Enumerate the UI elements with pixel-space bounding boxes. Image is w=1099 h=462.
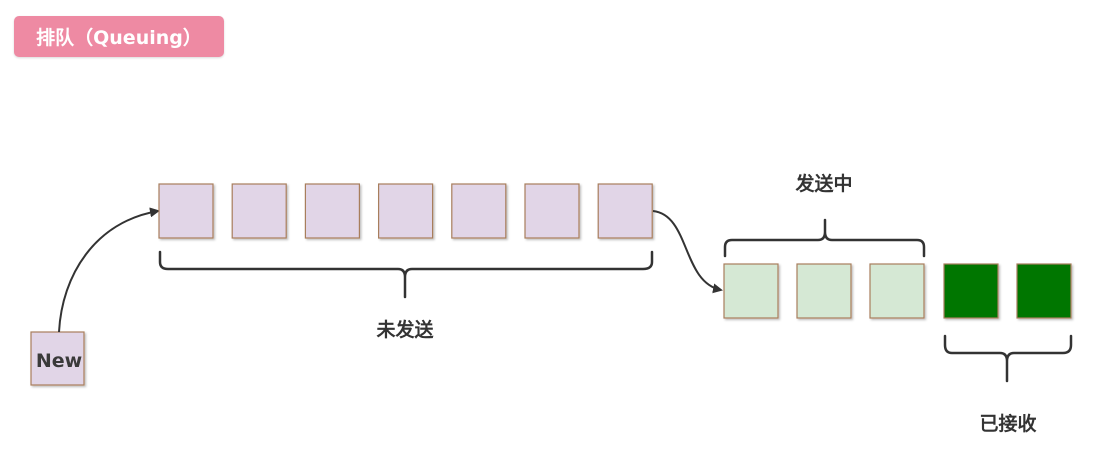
received-message-box-1 xyxy=(943,263,999,319)
pending-message-box-1 xyxy=(158,183,214,239)
title-badge: 排队（Queuing） xyxy=(14,16,224,57)
sending-message-box-3 xyxy=(869,263,925,319)
pending-message-box-6 xyxy=(524,183,580,239)
sending-brace xyxy=(723,218,926,258)
pending-label: 未发送 xyxy=(375,318,434,341)
sending-message-box-1 xyxy=(723,263,779,319)
new-message-box xyxy=(30,331,85,386)
received-brace xyxy=(943,334,1073,383)
pending-message-box-4 xyxy=(378,183,434,239)
sending-message-box-2 xyxy=(796,263,852,319)
pending-message-box-7 xyxy=(597,183,653,239)
sending-group xyxy=(723,263,925,319)
pending-brace xyxy=(158,250,654,299)
enqueue-arrow xyxy=(58,207,160,333)
received-message-box-2 xyxy=(1016,263,1072,319)
new-label: New xyxy=(36,350,82,372)
sending-label: 发送中 xyxy=(794,172,852,195)
send-arrow xyxy=(652,210,723,294)
pending-message-box-2 xyxy=(231,183,287,239)
pending-message-box-5 xyxy=(451,183,507,239)
pending-message-box-3 xyxy=(304,183,360,239)
received-label: 已接收 xyxy=(979,412,1036,435)
pending-group xyxy=(158,183,653,239)
received-group xyxy=(943,263,1072,319)
